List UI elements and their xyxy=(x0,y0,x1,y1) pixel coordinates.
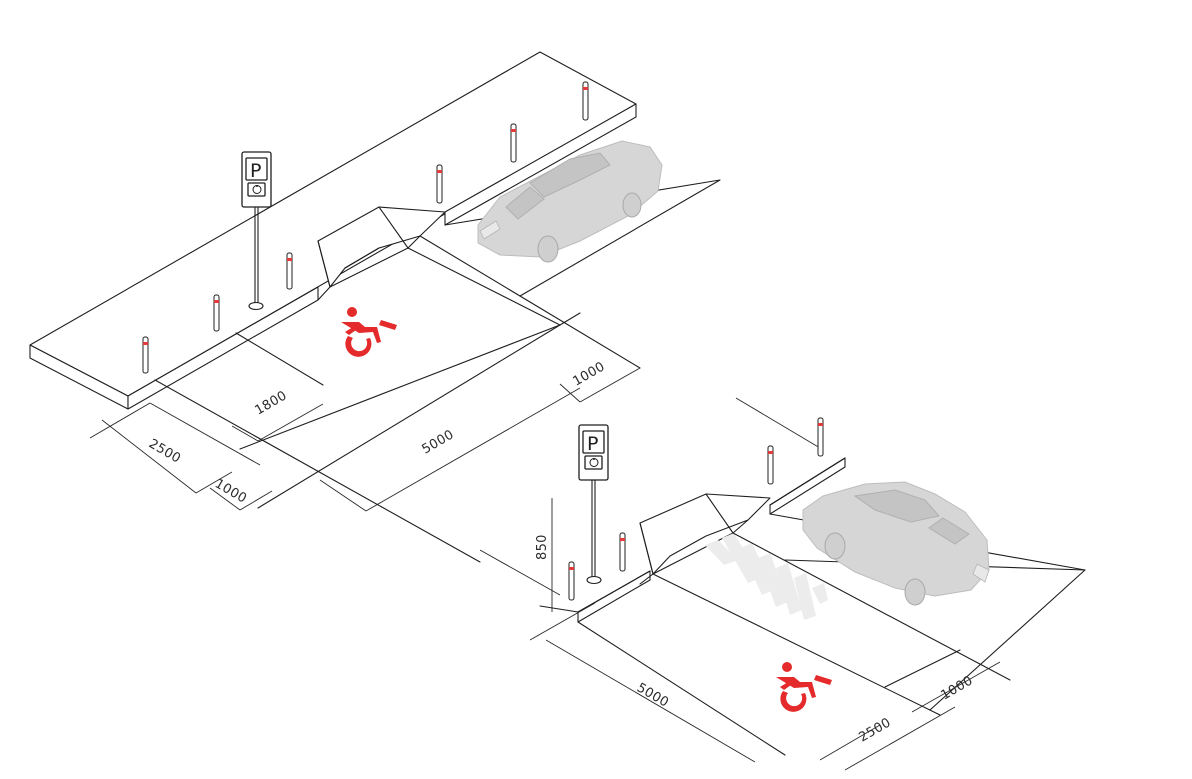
wheelchair-icon xyxy=(776,662,832,712)
top-bollards xyxy=(142,81,589,374)
top-parking-sign: P xyxy=(241,151,272,311)
wheelchair-icon xyxy=(341,307,397,357)
dim-top-2500: 2500 xyxy=(146,436,183,466)
bollard-icon xyxy=(582,81,589,121)
top-layout: 1800 2500 1000 5000 1000 P xyxy=(29,51,721,563)
dim-top-1800: 1800 xyxy=(253,388,290,418)
dim-bottom-5000: 5000 xyxy=(634,680,671,710)
top-sidewalk xyxy=(29,51,637,410)
bottom-parking-sign: P xyxy=(578,424,609,585)
top-dimension-lines xyxy=(89,367,641,512)
bollard-icon xyxy=(510,123,517,163)
dim-bottom-850: 850 xyxy=(535,534,550,560)
bottom-dimension-lines xyxy=(479,397,1001,771)
car-icon xyxy=(477,140,663,263)
top-dimension-labels: 1800 2500 1000 5000 1000 xyxy=(146,359,608,506)
parking-sign-icon xyxy=(589,458,599,467)
dim-top-5000: 5000 xyxy=(420,427,457,457)
dim-bottom-2500: 2500 xyxy=(857,715,894,745)
parking-sign-letter-bottom: P xyxy=(587,433,598,455)
car-icon xyxy=(802,481,990,606)
dim-bottom-1000: 1000 xyxy=(939,673,976,703)
bollard-icon xyxy=(213,294,220,332)
bollard-icon xyxy=(568,561,575,601)
bollard-icon xyxy=(767,445,774,485)
bollard-icon xyxy=(286,252,293,290)
bottom-layout: 850 5000 2500 1000 P xyxy=(479,397,1086,771)
bollard-icon xyxy=(619,532,626,572)
bollard-icon xyxy=(436,164,443,204)
bottom-hatching xyxy=(705,533,828,620)
bottom-bollards xyxy=(568,417,824,601)
bottom-curb-ramp xyxy=(639,493,771,585)
bollard-icon xyxy=(817,417,824,457)
dim-top-1000-ramp: 1000 xyxy=(571,359,608,389)
dim-top-1000-aisle: 1000 xyxy=(212,476,249,506)
top-curb-ramp xyxy=(317,206,446,301)
bollard-icon xyxy=(142,336,149,374)
parking-sign-letter-top: P xyxy=(250,160,261,182)
bottom-sidewalk xyxy=(539,457,846,623)
parking-sign-icon xyxy=(252,185,262,194)
